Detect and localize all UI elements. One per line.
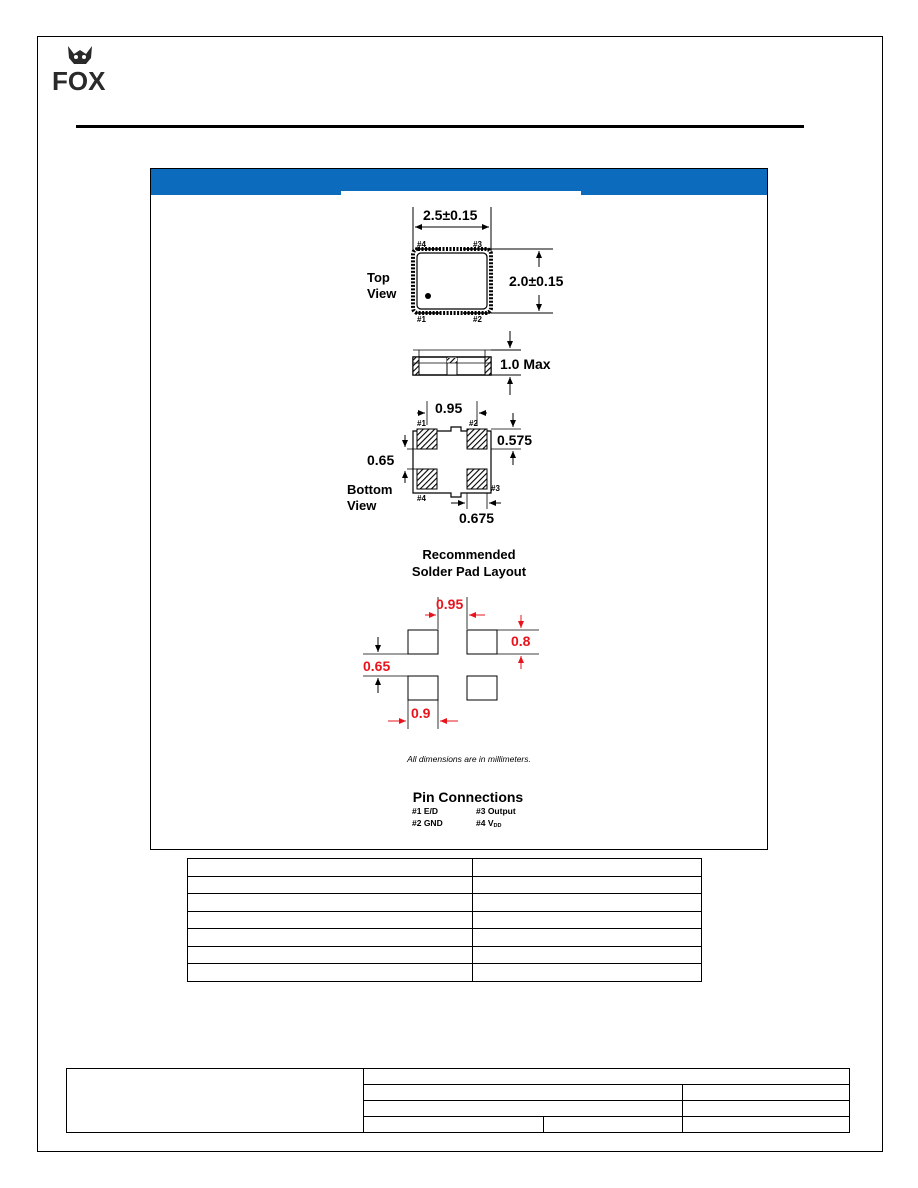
bottom-pad-1: [416, 428, 438, 450]
side-height-dim: 1.0 Max: [500, 356, 551, 372]
pin4-connection: #4 VDD: [476, 818, 501, 829]
diagram-box: 2.5±0.15 #4 #3 #1 #2 Top View 2.0±0.15: [150, 168, 768, 850]
bottom-view-label-1: Bottom: [347, 482, 393, 497]
bottom-pad-width-dim: 0.675: [459, 510, 494, 526]
table-row: [187, 945, 702, 964]
solder-pad-width-dim: 0.9: [411, 705, 431, 721]
pin-connections: Pin Connections #1 E/D #3 Output #2 GND …: [412, 789, 523, 829]
fox-logo: FOX: [52, 46, 106, 94]
solder-pad-1: [407, 629, 439, 655]
solder-pitch-dim: 0.95: [436, 596, 463, 612]
table-row: [187, 893, 702, 912]
top-view-label-1: Top: [367, 270, 390, 285]
top-height-dim: 2.0±0.15: [509, 273, 564, 289]
table-row: [187, 963, 702, 982]
solder-pad-height-dim: 0.8: [511, 633, 531, 649]
bottom-gap-dim: 0.65: [367, 452, 394, 468]
solder-title-1: Recommended: [422, 547, 515, 562]
table-row: [187, 875, 702, 894]
pin-connections-title: Pin Connections: [413, 789, 524, 805]
diagram-banner: [151, 169, 767, 195]
spec-table: [187, 858, 702, 982]
bottom-pin3: #3: [491, 484, 500, 493]
top-width-dim: 2.5±0.15: [423, 207, 478, 223]
banner-notch: [341, 191, 581, 195]
side-view: 1.0 Max: [412, 331, 551, 395]
logo-text: FOX: [52, 66, 106, 94]
header-rule: [76, 125, 804, 128]
title-block: [66, 1068, 851, 1133]
pin2-connection: #2 GND: [412, 818, 443, 828]
solder-pad-2: [466, 629, 498, 655]
pin3-connection: #3 Output: [476, 806, 516, 816]
top-pin4: #4: [417, 240, 426, 249]
table-row: [187, 858, 702, 877]
solder-title-2: Solder Pad Layout: [412, 564, 527, 579]
page-frame: [37, 36, 883, 1152]
title-block-row: [67, 1100, 850, 1117]
top-view: 2.5±0.15 #4 #3 #1 #2 Top View 2.0±0.15: [367, 207, 564, 324]
solder-pad-4: [407, 675, 439, 701]
bottom-pitch-dim: 0.95: [435, 400, 462, 416]
title-block-row: [67, 1116, 850, 1133]
top-pin2: #2: [473, 315, 482, 324]
bottom-view: #1 #2 #3 #4 0.95 0.575 0.65: [347, 400, 532, 526]
top-pin1: #1: [417, 315, 426, 324]
solder-gap-dim: 0.65: [363, 658, 390, 674]
bottom-pin2: #2: [469, 419, 478, 428]
package-drawing: 2.5±0.15 #4 #3 #1 #2 Top View 2.0±0.15: [347, 207, 564, 829]
top-pin3: #3: [473, 240, 482, 249]
fox-head-icon: [68, 46, 92, 64]
table-row: [187, 928, 702, 947]
solder-pad-layout: Recommended Solder Pad Layout 0.95 0.8: [363, 547, 539, 729]
pin1-connection: #1 E/D: [412, 806, 438, 816]
bottom-pad-4: [416, 468, 438, 490]
bottom-pad-height-dim: 0.575: [497, 432, 532, 448]
bottom-view-label-2: View: [347, 498, 377, 513]
top-view-label-2: View: [367, 286, 397, 301]
bottom-pad-2: [466, 428, 488, 450]
bottom-pad-3: [466, 468, 488, 490]
title-block-row: [66, 1068, 851, 1133]
bottom-pin1: #1: [417, 419, 426, 428]
dimensions-note: All dimensions are in millimeters.: [406, 754, 531, 764]
bottom-pin4: #4: [417, 494, 426, 503]
pin1-dot: [425, 293, 431, 299]
solder-pad-3: [466, 675, 498, 701]
table-row: [187, 910, 702, 929]
